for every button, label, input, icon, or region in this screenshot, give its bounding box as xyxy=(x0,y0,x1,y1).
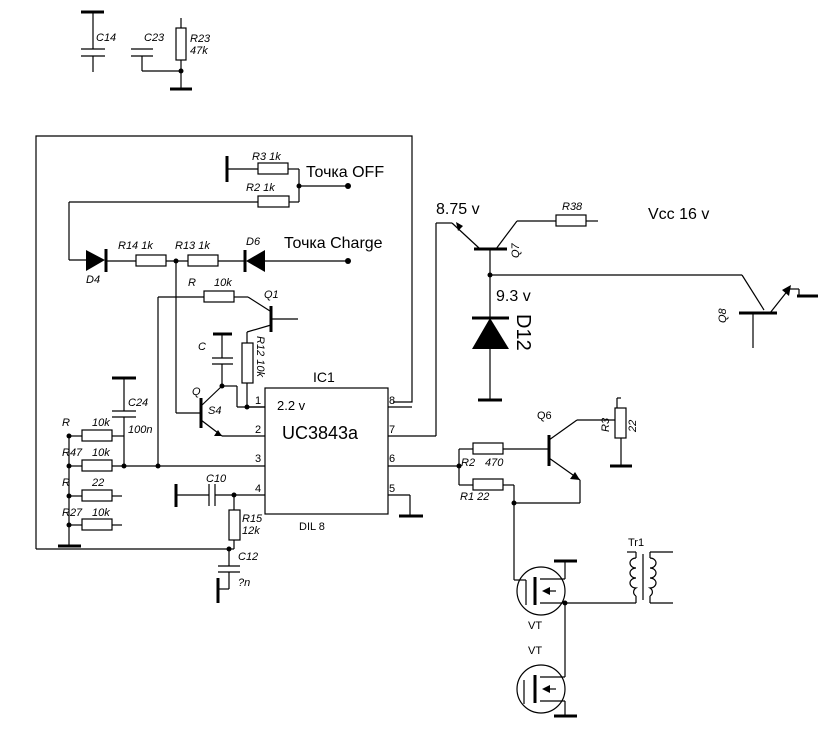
r14-label: R14 1k xyxy=(118,240,153,252)
r2-470-resistor xyxy=(472,442,504,455)
q8-transistor xyxy=(739,274,818,348)
r38-resistor xyxy=(555,214,587,227)
ic1-pin-7: 7 xyxy=(389,424,395,436)
r12-label: R12 10k xyxy=(254,336,266,377)
c-small-label: C xyxy=(198,341,206,353)
r-10k-a-resistor xyxy=(81,429,113,442)
r2-label: R2 xyxy=(461,457,475,469)
c14-capacitor xyxy=(81,10,105,72)
r3-value: 22 xyxy=(627,420,639,433)
ic1-pin-2: 2 xyxy=(255,424,261,436)
r3-label: R3 xyxy=(600,417,612,432)
tochka-off-label: Точка OFF xyxy=(306,164,384,181)
r12-resistor xyxy=(241,342,254,384)
q1-transistor xyxy=(246,306,298,333)
d6-label: D6 xyxy=(246,236,261,248)
voltage-8-75-label: 8.75 v xyxy=(436,201,480,218)
c12-capacitor xyxy=(216,565,240,603)
feedback-loop-wire xyxy=(35,135,413,549)
ic1-pin-6: 6 xyxy=(389,453,395,465)
r15-resistor xyxy=(228,509,241,541)
vt-upper-label: VT xyxy=(528,620,542,632)
r15-value: 12k xyxy=(242,525,260,537)
q1-label: Q1 xyxy=(264,289,279,301)
r13-label: R13 1k xyxy=(175,240,210,252)
r47-value: 10k xyxy=(92,447,110,459)
q8-label: Q8 xyxy=(717,307,729,323)
c10-label: C10 xyxy=(206,473,227,485)
r-22-resistor xyxy=(81,489,113,502)
c-small-capacitor xyxy=(212,332,233,389)
voltage-9-3-label: 9.3 v xyxy=(496,288,531,305)
r-top-label: R xyxy=(188,277,196,289)
tr1-transformer xyxy=(629,551,673,604)
d4-label: D4 xyxy=(86,274,100,286)
r-top-value: 10k xyxy=(214,277,232,289)
c24-capacitor xyxy=(112,376,136,466)
r38-label: R38 xyxy=(562,201,583,213)
r2-1k-resistor xyxy=(257,195,290,208)
r13-resistor xyxy=(187,254,219,267)
c24-label: C24 xyxy=(128,397,148,409)
r23-resistor xyxy=(170,18,192,91)
r1-label: R1 22 xyxy=(460,491,489,503)
c14-label: C14 xyxy=(96,32,116,44)
ic1-name: UC3843a xyxy=(282,423,359,443)
r-b-label: R xyxy=(62,477,70,489)
r23-value: 47k xyxy=(190,45,208,57)
ic1-pin-5: 5 xyxy=(389,483,395,495)
ic1-label: IC1 xyxy=(313,369,335,385)
r3-label: R3 1k xyxy=(252,151,281,163)
q6-label: Q6 xyxy=(537,410,552,422)
d12-label: D12 xyxy=(512,314,534,351)
vt-lower-label: VT xyxy=(528,645,542,657)
r47-resistor xyxy=(81,459,113,472)
r27-label: R27 xyxy=(62,507,83,519)
c24-value: 100n xyxy=(128,424,152,436)
q6-transistor xyxy=(547,419,617,503)
ic1-pin-8: 8 xyxy=(389,395,395,407)
ic1-pin-1: 1 xyxy=(255,395,261,407)
r27-resistor xyxy=(81,518,113,531)
r14-resistor xyxy=(135,254,167,267)
c12-label: C12 xyxy=(238,551,258,563)
vt-lower-mosfet xyxy=(516,664,577,718)
q-label: Q xyxy=(192,386,201,398)
r3-1k-resistor xyxy=(257,162,289,175)
r-b-value: 22 xyxy=(91,477,104,489)
r3-22-resistor xyxy=(614,407,627,439)
c10-capacitor xyxy=(208,484,216,506)
d12-zener-diode xyxy=(472,316,509,402)
r1-22-resistor xyxy=(472,478,504,491)
tr1-label: Tr1 xyxy=(628,537,644,549)
d6-diode xyxy=(243,250,265,272)
ic1-package: DIL 8 xyxy=(299,521,325,533)
q7-transistor xyxy=(451,220,518,300)
r47-label: R47 xyxy=(62,447,83,459)
ic1-pin-3: 3 xyxy=(255,453,261,465)
r-10k-top-resistor xyxy=(203,290,235,303)
c12-value: ?n xyxy=(238,577,250,589)
s4-transistor xyxy=(199,385,223,437)
d4-diode xyxy=(86,249,108,272)
c23-capacitor xyxy=(131,48,181,72)
q7-label: Q7 xyxy=(510,242,522,258)
ic1-uc3843a xyxy=(264,387,389,515)
r2-value: 470 xyxy=(485,457,504,469)
r-a-label: R xyxy=(62,417,70,429)
vt-upper-mosfet xyxy=(514,559,577,666)
r15-label: R15 xyxy=(242,513,263,525)
r23-label: R23 xyxy=(190,33,211,45)
s4-label: S4 xyxy=(208,405,221,417)
ic1-pin-4: 4 xyxy=(255,483,261,495)
vcc-label: Vcc 16 v xyxy=(648,206,709,223)
c23-label: C23 xyxy=(144,32,165,44)
r2-label: R2 1k xyxy=(246,182,275,194)
tochka-charge-label: Точка Charge xyxy=(284,235,383,252)
ic1-pin1-voltage: 2.2 v xyxy=(277,398,306,413)
r27-value: 10k xyxy=(92,507,110,519)
r-a-value: 10k xyxy=(92,417,110,429)
